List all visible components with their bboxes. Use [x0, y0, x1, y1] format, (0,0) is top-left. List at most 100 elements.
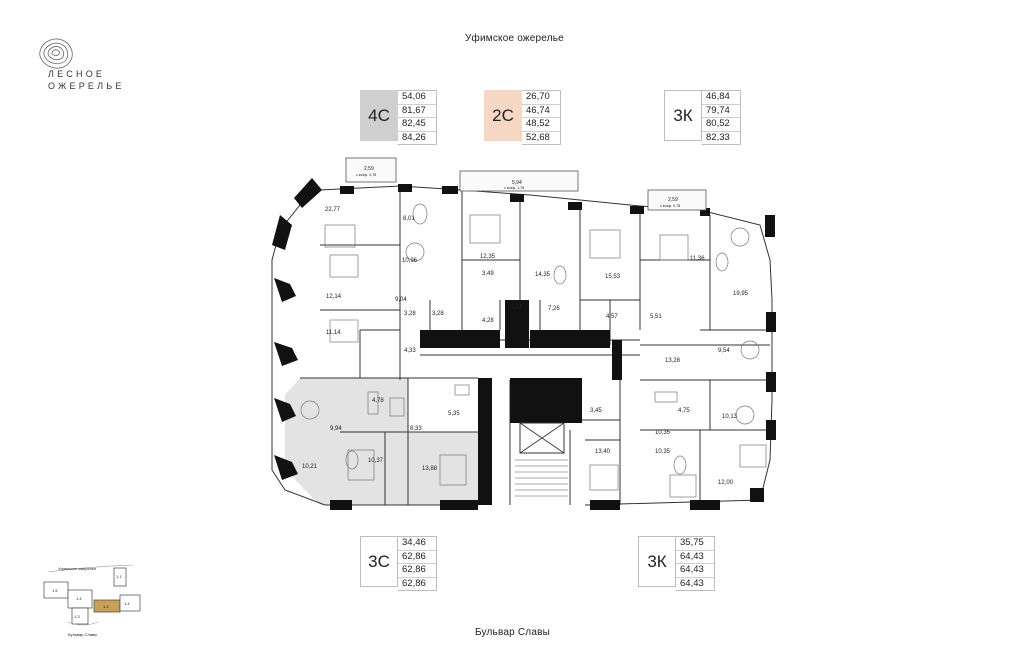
- badge-code: 2С: [484, 90, 522, 141]
- balcony-note: с коэф. 0,78: [356, 173, 376, 177]
- room-area: 7,26: [548, 306, 560, 312]
- keyplan-section: 1.1: [116, 574, 122, 579]
- keyplan-street-top: Уфимское ожерелье: [58, 566, 97, 571]
- badge-area: 54,06: [398, 91, 436, 105]
- room-area: 9,94: [330, 426, 342, 432]
- logo-line-1: ЛЕСНОЕ: [48, 69, 106, 79]
- room-area: 3,28: [404, 311, 416, 317]
- room-area: 12,14: [326, 294, 342, 300]
- street-top: Уфимское ожерелье: [465, 33, 564, 44]
- badge-area: 48,52: [522, 118, 560, 132]
- room-area: 3,28: [432, 311, 444, 317]
- room-area: 10,13: [722, 414, 738, 420]
- badge-area: 62,86: [398, 564, 436, 578]
- badge-area: 64,43: [680, 577, 704, 589]
- badge-areas: 34,46 62,86 62,86 62,86: [398, 536, 437, 591]
- badge-areas: 54,06 81,67 82,45 84,26: [398, 90, 437, 145]
- apartment-badge-2c[interactable]: 2С 26,70 46,74 48,52 52,68: [484, 90, 561, 145]
- bearing-walls: [272, 178, 776, 510]
- room-area: 11,36: [690, 256, 705, 262]
- balconies: [345, 157, 707, 211]
- room-area: 14,35: [535, 272, 551, 278]
- room-area: 5,35: [448, 411, 460, 417]
- room-area: 3,45: [590, 408, 602, 414]
- elevator-core: [510, 378, 570, 497]
- room-area: 12,00: [718, 480, 734, 486]
- badge-area: 80,52: [702, 118, 740, 132]
- room-area: 5,51: [650, 314, 662, 320]
- keyplan-section: 1.2: [103, 604, 109, 609]
- key-plan[interactable]: Уфимское ожерелье Бульвар Славы 1.5 1.4 …: [28, 560, 150, 640]
- apartment-4c-area[interactable]: [285, 378, 478, 505]
- room-area: 11,14: [326, 330, 341, 336]
- keyplan-section: 1.3: [74, 614, 80, 619]
- logo-text: ЛЕСНОЕ ОЖЕРЕЛЬЕ: [48, 68, 125, 92]
- floor-plan: 22,77 8,01 10,96 12,14 9,04 3,28 11,14 4…: [271, 157, 776, 510]
- room-area: 8,33: [410, 426, 422, 432]
- room-area: 15,53: [605, 274, 621, 280]
- keyplan-section: 1.4: [124, 601, 130, 606]
- badge-area: 26,70: [522, 91, 560, 105]
- badge-code: 3К: [638, 536, 676, 587]
- badge-area: 82,33: [706, 131, 730, 143]
- room-area: 13,28: [665, 358, 681, 364]
- badge-code: 3К: [664, 90, 702, 141]
- apartment-badge-3k-top[interactable]: 3К 46,84 79,74 80,52 82,33: [664, 90, 741, 145]
- room-area: 4,28: [482, 318, 494, 324]
- room-area: 8,01: [403, 216, 415, 222]
- badge-area: 46,84: [702, 91, 740, 105]
- badge-areas: 26,70 46,74 48,52 52,68: [522, 90, 561, 145]
- badge-area: 52,68: [526, 131, 550, 143]
- balcony-note: с коэф. 0,78: [660, 204, 680, 208]
- balcony-note: с коэф. 1,78: [504, 186, 524, 190]
- street-bottom: Бульвар Славы: [475, 627, 550, 638]
- apartment-badge-3c[interactable]: 3С 34,46 62,86 62,86 62,86: [360, 536, 437, 591]
- keyplan-section: 1.4: [76, 596, 82, 601]
- balcony-labels: 2,59 с коэф. 0,78 5,94 с коэф. 1,78 2,59…: [356, 166, 680, 208]
- room-area: 3,49: [482, 271, 494, 277]
- room-area: 10,96: [402, 258, 418, 264]
- room-area: 19,95: [733, 291, 749, 297]
- room-area: 13,40: [595, 449, 611, 455]
- apartment-badge-3k-bottom[interactable]: 3К 35,75 64,43 64,43 64,43: [638, 536, 715, 591]
- room-area: 12,35: [480, 254, 496, 260]
- badge-code: 4С: [360, 90, 398, 141]
- keyplan-section: 1.5: [52, 588, 58, 593]
- room-area: 4,33: [404, 348, 416, 354]
- badge-areas: 35,75 64,43 64,43 64,43: [676, 536, 715, 591]
- logo-line-2: ОЖЕРЕЛЬЕ: [48, 81, 125, 91]
- room-area: 10,21: [302, 464, 318, 470]
- apartment-badge-4c[interactable]: 4С 54,06 81,67 82,45 84,26: [360, 90, 437, 145]
- balcony-area: 2,59: [668, 197, 678, 203]
- room-area: 9,54: [718, 348, 730, 354]
- furniture: [300, 203, 767, 498]
- room-area: 10,35: [655, 430, 671, 436]
- badge-area: 84,26: [402, 131, 426, 143]
- room-area: 9,04: [395, 297, 407, 303]
- badge-area: 82,45: [398, 118, 436, 132]
- keyplan-street-bottom: Бульвар Славы: [68, 632, 97, 637]
- badge-area: 81,67: [398, 105, 436, 118]
- balcony-area: 2,59: [364, 166, 374, 172]
- room-area: 4,75: [678, 408, 690, 414]
- room-area: 5,02: [510, 305, 522, 311]
- badge-code: 3С: [360, 536, 398, 587]
- badge-area: 46,74: [522, 105, 560, 118]
- badge-area: 35,75: [676, 537, 714, 551]
- room-area: 4,57: [606, 314, 618, 320]
- badge-area: 62,86: [398, 551, 436, 564]
- room-area: 10,37: [368, 458, 384, 464]
- logo-contour-icon: [39, 38, 73, 69]
- room-area: 13,88: [422, 466, 438, 472]
- room-area: 22,77: [325, 207, 341, 213]
- badge-area: 62,86: [402, 577, 426, 589]
- balcony-area: 5,94: [512, 180, 522, 186]
- badge-area: 34,46: [398, 537, 436, 551]
- badge-area: 79,74: [702, 105, 740, 118]
- badge-areas: 46,84 79,74 80,52 82,33: [702, 90, 741, 145]
- room-area: 10,35: [655, 449, 671, 455]
- badge-area: 64,43: [676, 564, 714, 578]
- badge-area: 64,43: [676, 551, 714, 564]
- room-area: 4,78: [372, 398, 384, 404]
- room-labels: 22,77 8,01 10,96 12,14 9,04 3,28 11,14 4…: [302, 207, 749, 486]
